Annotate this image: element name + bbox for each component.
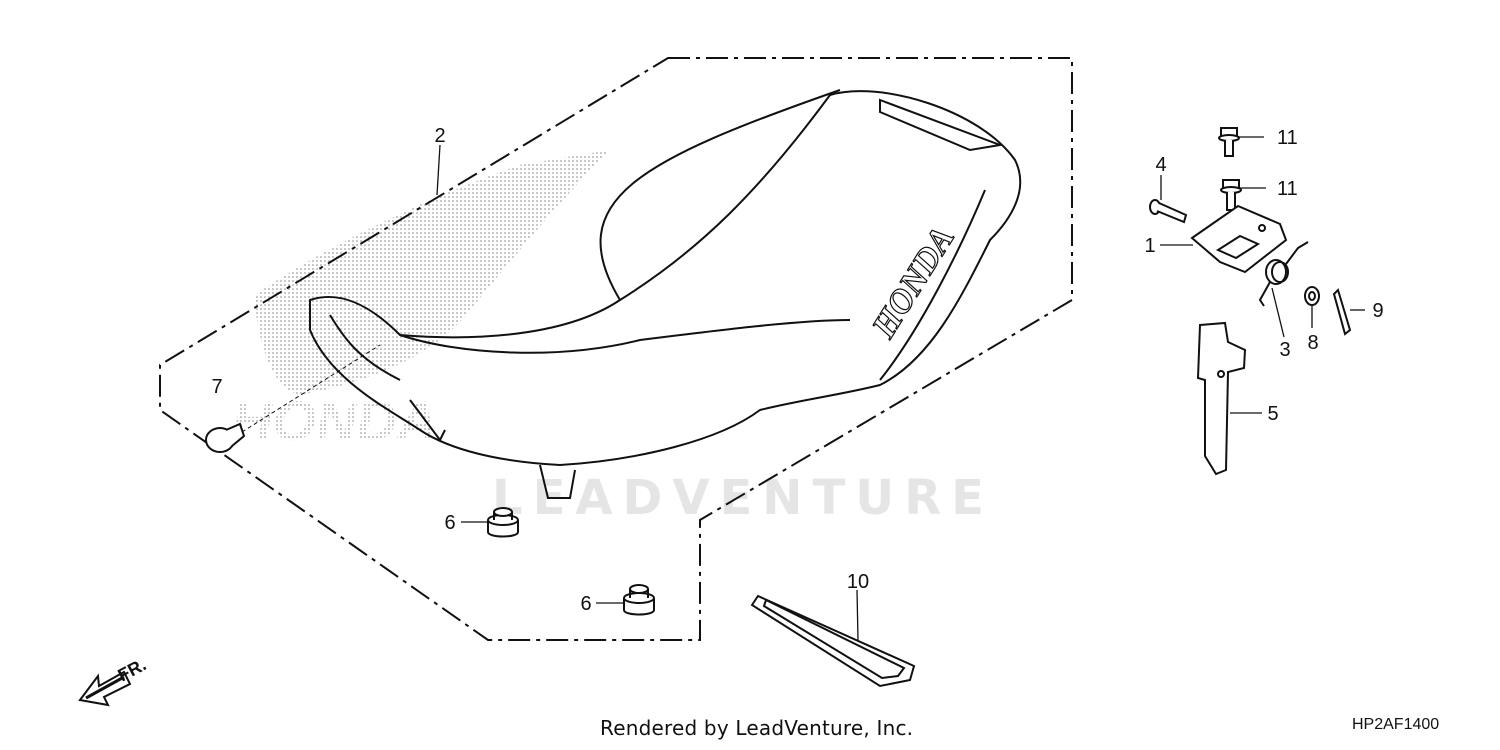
callout-9: 9 (1372, 300, 1383, 322)
part-11-bolt-lower (1220, 179, 1242, 211)
honda-wing-watermark: HONDA (232, 150, 610, 452)
front-direction-arrow-icon (78, 670, 132, 707)
honda-watermark-text: HONDA (232, 389, 437, 452)
part-5-lever (1196, 321, 1247, 476)
callout-5: 5 (1267, 403, 1278, 425)
callout-3: 3 (1279, 339, 1290, 361)
leader-lines (436, 136, 1365, 641)
callout-6-lower: 6 (580, 593, 591, 615)
seat (309, 89, 1022, 499)
assembly-outline (159, 57, 1073, 641)
callout-11-upper: 11 (1277, 127, 1298, 149)
callout-11-lower: 11 (1277, 178, 1298, 200)
part-3-spring (1258, 241, 1309, 307)
callout-2: 2 (434, 125, 445, 147)
part-6-grommet-lower (623, 584, 655, 616)
callout-1: 1 (1144, 235, 1155, 257)
part-9-cotter-pin (1332, 288, 1352, 336)
seat-honda-logo: HONDA (865, 220, 962, 345)
callout-8: 8 (1307, 332, 1318, 354)
callout-10: 10 (847, 571, 869, 593)
leader-7 (241, 344, 381, 433)
diagram-code: HP2AF1400 (1352, 716, 1440, 733)
callout-4: 4 (1155, 154, 1166, 176)
part-8-washer (1304, 286, 1320, 306)
part-1-plate (1190, 204, 1288, 274)
part-11-bolt-upper (1218, 127, 1240, 157)
part-6-grommet-upper (487, 507, 519, 538)
part-10-band (750, 594, 916, 688)
callout-6-upper: 6 (444, 512, 455, 534)
part-4-pin (1149, 199, 1188, 224)
part-7-clip (205, 422, 246, 453)
callout-7: 7 (211, 376, 222, 398)
footer-rendered-by: Rendered by LeadVenture, Inc. (600, 716, 914, 740)
